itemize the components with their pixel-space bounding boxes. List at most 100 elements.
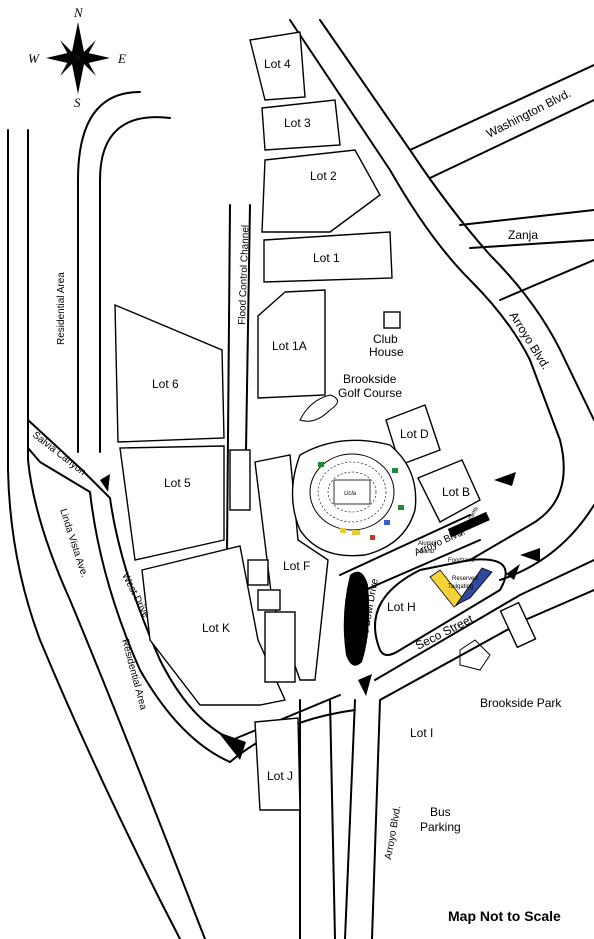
- lot-6-area: [114, 303, 225, 443]
- arroyo-blvd-south-label: Arroyo Blvd.: [383, 805, 403, 861]
- west-drive-south-inner: [39, 461, 231, 763]
- restaurants-bar: [447, 511, 490, 538]
- triangle-marker: [358, 674, 372, 696]
- lot-1-area: [263, 231, 393, 283]
- roads: [7, 19, 594, 939]
- compass-rose: N S E W: [28, 5, 126, 110]
- lot-3-area: [261, 99, 341, 151]
- compass-n-label: N: [73, 5, 84, 20]
- reserved-tailgating-area: [429, 567, 493, 608]
- arroyo-blvd-north-east: [319, 19, 594, 421]
- washington-blvd-north: [409, 64, 594, 151]
- seco-street-north: [374, 559, 594, 681]
- band-label: Band: [420, 549, 434, 555]
- compass-north-arrow: [72, 22, 84, 58]
- rose-bowl-stadium: Ucla: [291, 439, 417, 557]
- linda-vista-label: Linda Vista Ave.: [57, 508, 90, 579]
- lots: [114, 31, 537, 811]
- club-house-building: [383, 311, 401, 329]
- compass-south-arrow: [72, 58, 84, 94]
- lot-k-area: [141, 545, 286, 706]
- gate-marker: [370, 535, 375, 540]
- arroyo-blvd-south-east: [371, 699, 381, 939]
- golf-pond: [299, 394, 338, 422]
- triangle-marker: [506, 564, 520, 580]
- linda-vista-road-east-edge: [27, 129, 206, 939]
- salvia-canyon-north: [27, 419, 81, 469]
- traffic-triangles: [100, 472, 540, 760]
- washington-blvd-south: [429, 99, 594, 179]
- triangle-marker: [218, 732, 246, 760]
- lot-j-road-north: [231, 694, 341, 741]
- lot-k-label: Lot K: [202, 621, 230, 635]
- seco-street-label: Seco Street: [413, 611, 476, 652]
- salvia-canyon-south: [27, 447, 41, 463]
- parkway-east: [329, 699, 336, 939]
- foodzone-label: Foodzone: [448, 558, 475, 564]
- west-drive-north-inner: [77, 91, 141, 453]
- lot-1a-label: Lot 1A: [272, 339, 307, 353]
- salvia-canyon-label: Salvia Canyon: [30, 430, 88, 478]
- lot-1-label: Lot 1: [313, 251, 340, 265]
- arroyo-spur: [499, 259, 594, 301]
- alumni-label: Alumni: [418, 541, 436, 547]
- channel-cell: [229, 449, 251, 511]
- brookside-park-label: Brookside Park: [480, 696, 562, 710]
- map-not-to-scale-note: Map Not to Scale: [448, 908, 561, 924]
- lot-b-area: [417, 459, 481, 523]
- zanja-south: [469, 239, 594, 249]
- zanja-north: [459, 209, 594, 226]
- club-label: Club: [373, 332, 398, 346]
- arroyo-blvd-north-label: Arroyo Blvd.: [506, 309, 553, 372]
- gate-marker: [398, 505, 404, 510]
- bus-label: Bus: [430, 805, 451, 819]
- arroyo-blvd-mid-north: [339, 514, 471, 576]
- reserved-label: Reserved: [452, 576, 478, 582]
- residential-area-top-label: Residential Area: [56, 272, 67, 345]
- flood-channel-label: Flood Control Channel: [237, 225, 251, 325]
- linda-vista-road-west-edge: [7, 129, 181, 939]
- triangle-marker: [494, 472, 516, 486]
- channel-cell: [247, 559, 269, 586]
- lot-f-label: Lot F: [283, 559, 310, 573]
- lot-j-label: Lot J: [267, 769, 293, 783]
- channel-cell: [257, 589, 281, 611]
- golf-course-label: Golf Course: [338, 386, 402, 400]
- gate-marker: [384, 520, 390, 525]
- lot-h-loop: [374, 558, 507, 656]
- park-building: [499, 601, 537, 649]
- house-label: House: [369, 345, 404, 359]
- gate-marker: [392, 468, 398, 473]
- compass-s-label: S: [74, 95, 81, 110]
- lot-1a-area: [257, 289, 326, 399]
- gate-marker: [318, 462, 324, 467]
- brookside-label: Brookside: [343, 372, 397, 386]
- lot-b-label: Lot B: [442, 485, 470, 499]
- lot-4-label: Lot 4: [264, 57, 291, 71]
- channel-cell: [264, 611, 296, 683]
- arroyo-blvd-south-west: [344, 699, 356, 939]
- parking-label: Parking: [420, 820, 461, 834]
- arroyo-curve-outer: [469, 439, 565, 561]
- stadium-logo: Ucla: [344, 491, 357, 497]
- arroyo-blvd-mid-south: [364, 539, 481, 591]
- stadium-field: [333, 479, 371, 505]
- flood-channel-east: [245, 204, 251, 451]
- residential-area-bottom-label: Residential Area: [119, 638, 149, 712]
- lot-2-label: Lot 2: [310, 169, 337, 183]
- compass-e-label: E: [117, 51, 126, 66]
- compass-w-label: W: [28, 51, 40, 66]
- tailgating-label: Tailgating: [448, 584, 473, 590]
- stadium-seats-inner: [327, 471, 377, 513]
- arroyo-blvd-north-west: [289, 19, 561, 441]
- lot-h-label: Lot H: [387, 600, 416, 614]
- triangle-marker: [100, 474, 110, 492]
- west-drive-north-outer: [99, 116, 171, 453]
- park-structure: [459, 639, 491, 671]
- lot-5-label: Lot 5: [164, 476, 191, 490]
- gate-marker: [352, 530, 360, 535]
- lot-6-label: Lot 6: [152, 377, 179, 391]
- west-drive-south-outer: [79, 467, 233, 741]
- gate-marker: [340, 528, 346, 533]
